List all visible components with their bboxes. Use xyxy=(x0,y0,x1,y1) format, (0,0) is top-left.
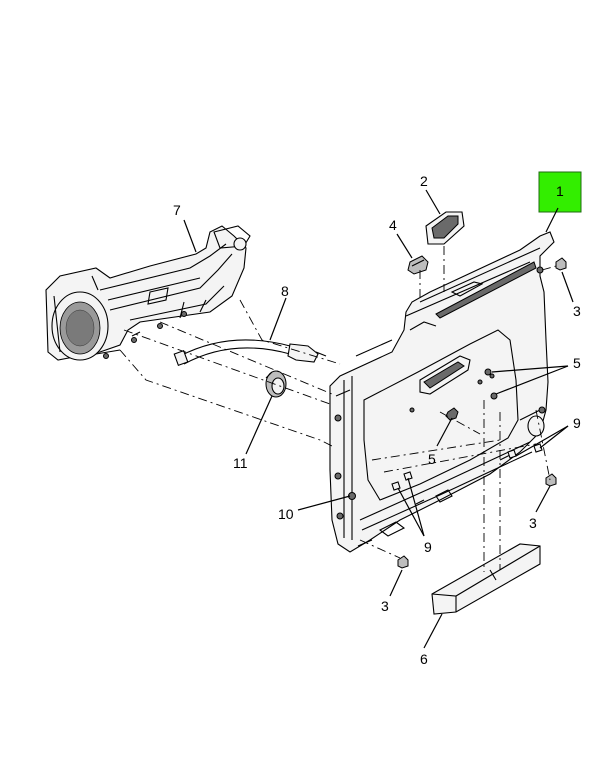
callout-3-bottom[interactable]: 3 xyxy=(381,598,389,614)
callout-9-bottom[interactable]: 9 xyxy=(424,539,432,555)
callout-4[interactable]: 4 xyxy=(389,217,397,233)
foam-block-part-6 xyxy=(431,543,541,615)
callout-3-top-right[interactable]: 3 xyxy=(573,303,581,319)
callout-8[interactable]: 8 xyxy=(281,283,289,299)
grommet-part-11 xyxy=(265,370,287,398)
callout-11[interactable]: 11 xyxy=(233,455,248,471)
callout-1-highlight-box[interactable] xyxy=(538,171,582,213)
callout-labels: 1 2 3 3 3 4 5 5 6 7 8 9 9 10 11 xyxy=(173,173,581,667)
fasteners xyxy=(348,257,567,569)
callout-6[interactable]: 6 xyxy=(420,651,428,667)
switch-part-4 xyxy=(407,255,429,275)
callout-5-right[interactable]: 5 xyxy=(573,355,581,371)
handle-bezel-part-2 xyxy=(425,211,465,245)
speaker-bracket-part-7 xyxy=(45,225,251,361)
callout-1[interactable]: 1 xyxy=(556,183,564,199)
leader-lines xyxy=(183,189,574,649)
callout-2[interactable]: 2 xyxy=(420,173,428,189)
door-trim-panel-part-1 xyxy=(329,231,555,553)
callout-9-right[interactable]: 9 xyxy=(573,415,581,431)
cable-harness-part-8 xyxy=(173,339,327,367)
callout-5-center[interactable]: 5 xyxy=(428,451,436,467)
assembly-centerlines xyxy=(119,246,557,572)
callout-7[interactable]: 7 xyxy=(173,202,181,218)
callout-10[interactable]: 10 xyxy=(278,506,294,522)
callout-3-right[interactable]: 3 xyxy=(529,515,537,531)
